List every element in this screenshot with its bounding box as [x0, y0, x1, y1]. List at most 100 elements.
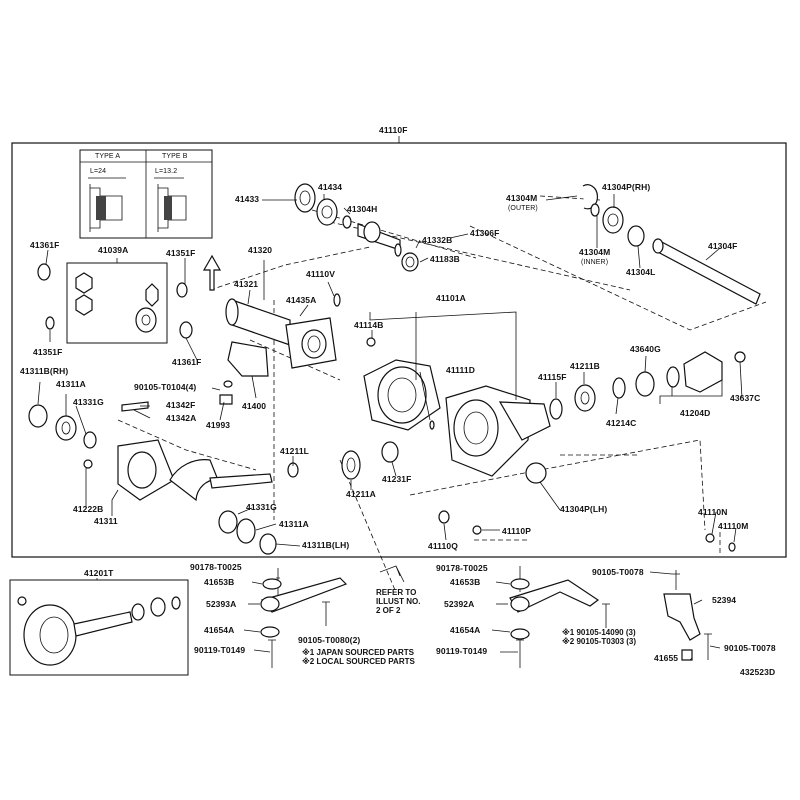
part-label: 41331G: [73, 397, 104, 407]
part-label: 41400: [242, 401, 267, 411]
refer-note-line: REFER TO: [376, 588, 417, 597]
legend-line: ※1 JAPAN SOURCED PARTS: [302, 648, 414, 657]
part-label: 41111D: [446, 365, 475, 375]
diagram-id: 432523D: [740, 667, 776, 677]
part-label: 90178-T0025: [190, 562, 242, 572]
part-label: 41654A: [450, 625, 481, 635]
part-label: 52392A: [444, 599, 475, 609]
part-label: 41231F: [382, 474, 412, 484]
part-label: 41434: [318, 182, 343, 192]
part-label: 41211L: [280, 446, 309, 456]
part-label: 41653B: [204, 577, 235, 587]
part-label: 43640G: [630, 344, 661, 354]
side-bracket: [663, 570, 712, 661]
part-label: 41332B: [422, 235, 453, 245]
front-bracket: [260, 568, 348, 668]
pinion-shaft-group: [294, 183, 419, 272]
part-label: 52393A: [206, 599, 237, 609]
ring-gear-set: [17, 596, 181, 666]
part-label: 90105-T0080(2): [298, 635, 361, 645]
part-label: 41351F: [166, 248, 196, 258]
part-label: 90105-T0104(4): [134, 382, 197, 392]
part-label: 41304P(LH): [560, 504, 608, 514]
legend-line: ※2 LOCAL SOURCED PARTS: [302, 657, 415, 666]
part-label: 41311A: [56, 379, 86, 389]
part-label: 41110M: [718, 521, 749, 531]
part-label: 41304M: [506, 193, 538, 203]
part-label: 41110V: [306, 269, 335, 279]
part-label: 41311B(LH): [302, 540, 350, 550]
part-label: 41304L: [626, 267, 656, 277]
part-label: 41214C: [606, 418, 637, 428]
bolt-note: ※1 90105-14090 (3) ※2 90105-T0303 (3): [562, 628, 636, 646]
part-label: 52394: [712, 595, 737, 605]
part-label: 41039A: [98, 245, 129, 255]
part-label: 41320: [248, 245, 273, 255]
rear-bracket: [509, 566, 610, 668]
part-label: 41304H: [347, 204, 378, 214]
sourcing-legend: ※1 JAPAN SOURCED PARTS ※2 LOCAL SOURCED …: [302, 648, 415, 666]
part-label: 90105-T0078: [592, 567, 644, 577]
part-label: 41351F: [33, 347, 63, 357]
type-box: [79, 149, 213, 239]
part-label: 41342A: [166, 413, 197, 423]
part-label: 41114B: [354, 320, 384, 330]
type-b-label: TYPE B: [162, 153, 188, 160]
part-label: 41311B(RH): [20, 366, 69, 376]
type-b-dimension: L=13.2: [155, 168, 178, 175]
refer-arrow: [379, 565, 405, 583]
part-label: 41331G: [246, 502, 277, 512]
axle-shaft-group: [582, 184, 761, 305]
differential-case-group: [28, 263, 299, 555]
part-label: 41655: [654, 653, 679, 663]
part-label: 41201T: [84, 568, 114, 578]
part-label: 41211A: [346, 489, 376, 499]
part-label: 41115F: [538, 372, 567, 382]
part-label: 41361F: [30, 240, 60, 250]
part-label: 90119-T0149: [436, 646, 488, 656]
part-label: 41110N: [698, 507, 728, 517]
part-label: 90105-T0078: [724, 643, 776, 653]
side-bearings: [341, 351, 746, 552]
bolt-note-line: ※1 90105-14090 (3): [562, 628, 636, 637]
main-assembly-frame: [11, 142, 787, 558]
part-label: 41110P: [502, 526, 531, 536]
part-label: 90119-T0149: [194, 645, 246, 655]
part-label: 90178-T0025: [436, 563, 488, 573]
refer-note: REFER TO ILLUST NO. 2 OF 2: [376, 588, 420, 615]
part-label: 41204D: [680, 408, 711, 418]
top-assembly-label: 41110F: [379, 125, 408, 135]
extension-housing: [121, 254, 341, 412]
refer-note-line: 2 OF 2: [376, 606, 401, 615]
bolt-note-line: ※2 90105-T0303 (3): [562, 637, 637, 646]
part-label-note: (OUTER): [508, 205, 538, 212]
part-label: 41110Q: [428, 541, 458, 551]
part-label: 41435A: [286, 295, 317, 305]
part-label: 41433: [235, 194, 260, 204]
part-label: 41321: [234, 279, 259, 289]
part-label: 41654A: [204, 625, 235, 635]
type-a-dimension: L=24: [90, 168, 107, 175]
part-label: 41311: [94, 516, 118, 526]
part-label: 41304M: [579, 247, 611, 257]
part-label: 41211B: [570, 361, 600, 371]
part-label: 41101A: [436, 293, 466, 303]
part-label: 41222B: [73, 504, 104, 514]
part-label: 43637C: [730, 393, 761, 403]
part-label: 41304P(RH): [602, 182, 651, 192]
leader-lines: [37, 194, 743, 661]
part-label: 41306F: [470, 228, 500, 238]
ring-gear-set-box: [9, 579, 189, 676]
part-label: 41993: [206, 420, 231, 430]
part-label: 41653B: [450, 577, 481, 587]
part-label: 41361F: [172, 357, 202, 367]
part-label: 41311A: [279, 519, 309, 529]
type-a-label: TYPE A: [95, 153, 121, 160]
part-label: 41342F: [166, 400, 196, 410]
part-label: 41183B: [430, 254, 460, 264]
part-label-note: (INNER): [581, 259, 609, 266]
part-label: 41304F: [708, 241, 738, 251]
differential-carrier: [363, 337, 551, 477]
refer-note-line: ILLUST NO.: [376, 597, 421, 606]
